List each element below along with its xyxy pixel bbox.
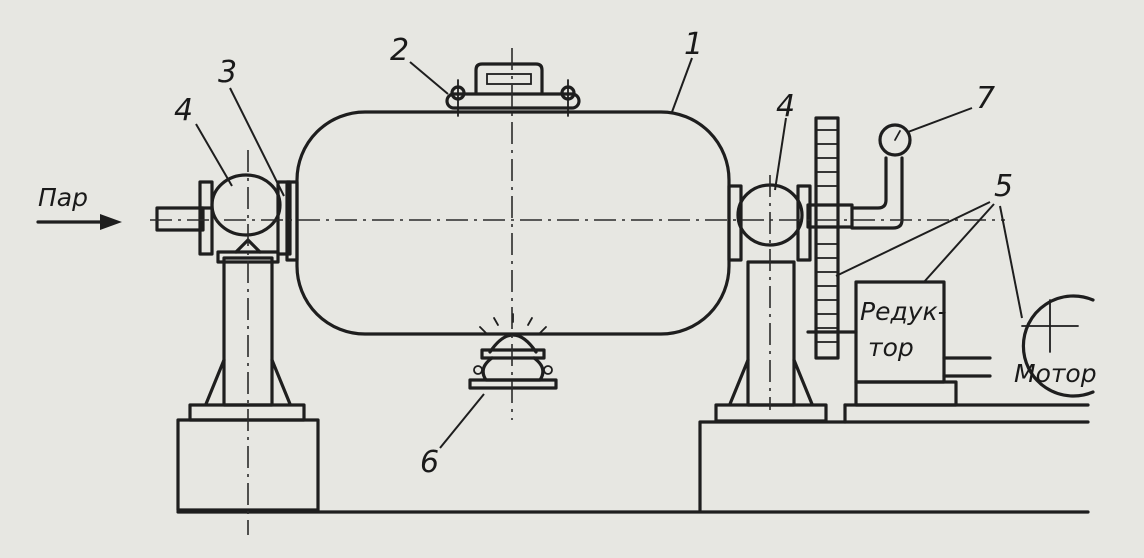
label-reducer-line2: тор — [868, 333, 914, 362]
leader-lines — [195, 57, 1023, 449]
label-motor: Мотор — [1014, 359, 1097, 388]
label-steam: Пар — [38, 183, 88, 212]
pressure-gauge — [878, 123, 912, 157]
gauge-pipe — [850, 156, 904, 230]
label-gauge: 7 — [976, 81, 995, 116]
steam-arrow — [36, 214, 122, 230]
center-lines — [150, 48, 1005, 535]
label-bearing-right: 4 — [776, 89, 795, 124]
motor — [1021, 294, 1095, 398]
label-bearing-left: 4 — [174, 93, 193, 128]
left-pedestal — [188, 238, 306, 422]
right-pedestal — [714, 260, 828, 423]
valve — [468, 313, 558, 390]
left-bearing — [155, 173, 292, 256]
gear-wheel — [806, 116, 858, 360]
right-bearing — [727, 183, 854, 262]
label-flange: 3 — [218, 55, 237, 90]
drum — [295, 110, 731, 336]
reducer-box — [854, 280, 992, 407]
label-reducer-line1: Редук- — [860, 297, 947, 326]
label-drum: 1 — [684, 27, 703, 62]
label-hatch: 2 — [390, 33, 409, 68]
hatch — [445, 62, 581, 117]
label-valve: 6 — [420, 445, 439, 480]
label-gear-drive: 5 — [994, 169, 1013, 204]
